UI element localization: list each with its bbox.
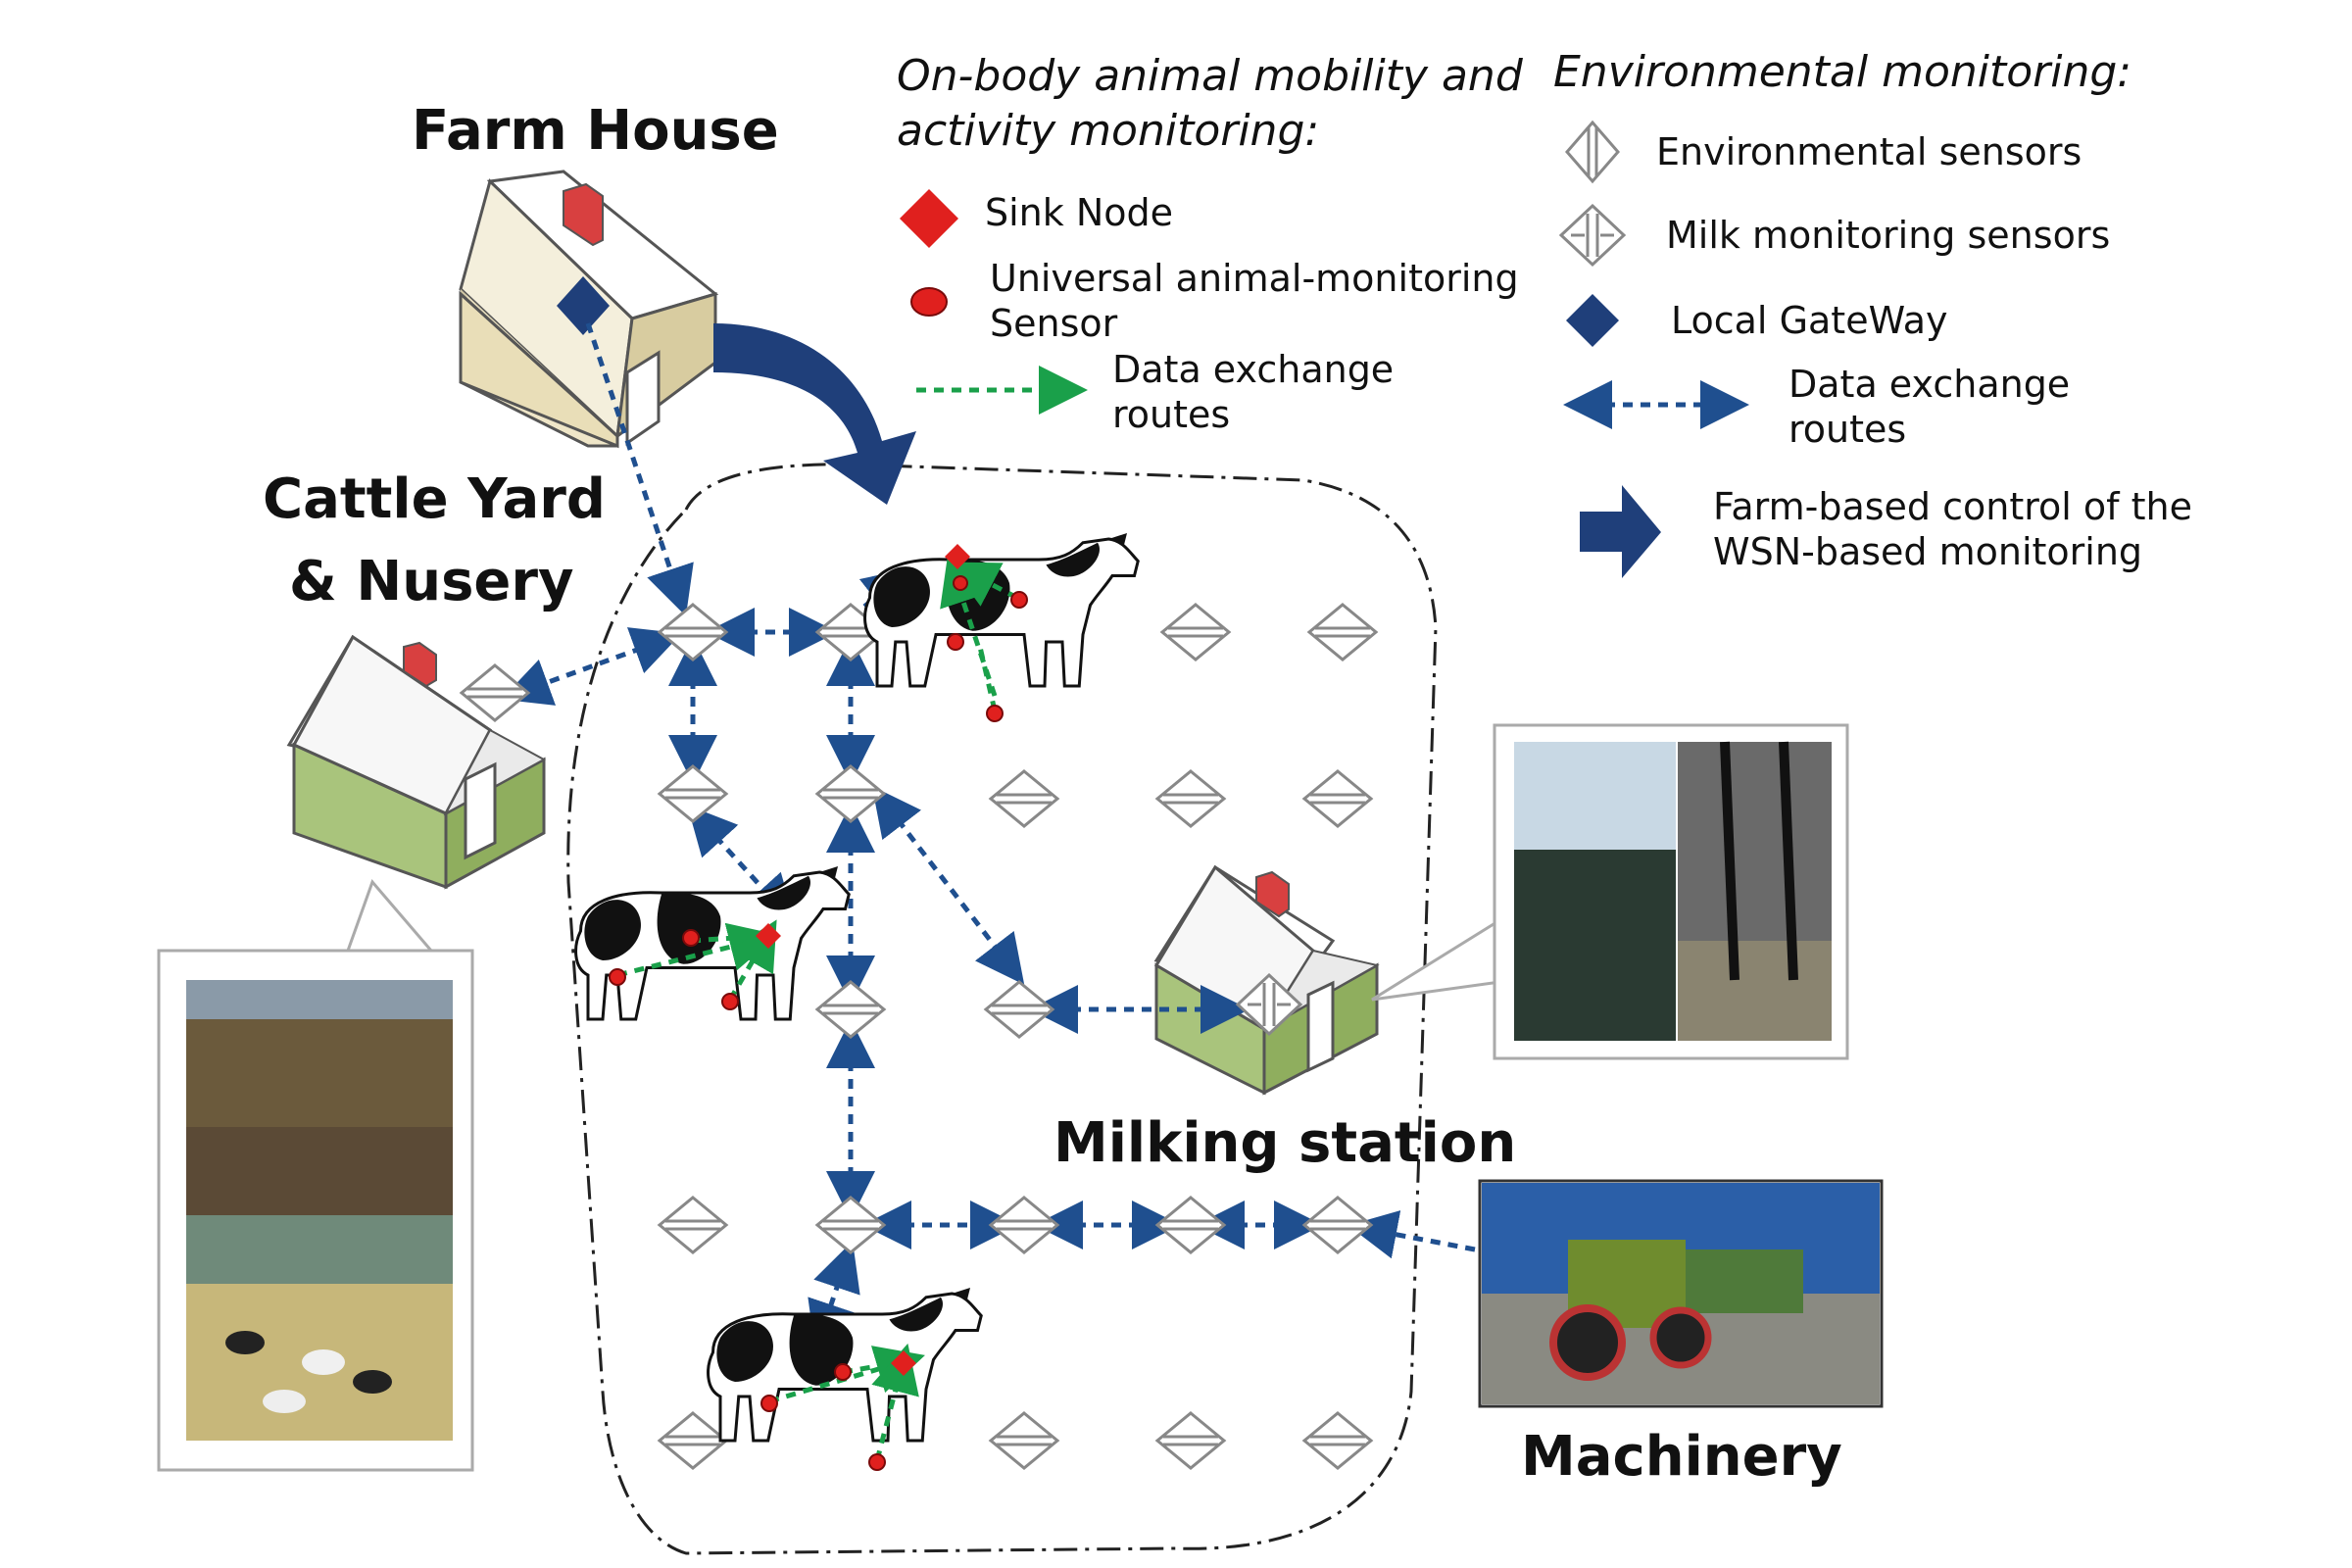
farm-house-label: Farm House [412,99,779,163]
cattle-yard-photo [157,879,474,1472]
machinery-label: Machinery [1521,1425,1842,1489]
env-sensor-icon [1565,121,1620,183]
gateway-legend-icon [1566,294,1619,347]
cattle-yard-house [286,634,547,890]
control-arrow-icon [1580,485,1661,578]
cattle-yard-label-1: Cattle Yard [263,467,606,531]
gateway-icon [557,276,610,335]
blue-routes-label-2: routes [1788,408,1906,451]
env-sensors-label: Environmental sensors [1656,130,2082,173]
milking-station-label: Milking station [1054,1111,1516,1175]
farm-house [459,170,719,449]
sensor-label-2: Sensor [990,302,1118,345]
sink-node-icon [900,189,958,248]
milk-sensor-legend-icon [1559,204,1626,267]
cow-1 [863,531,1140,688]
onbody-heading-2: activity monitoring: [897,106,1319,156]
control-label-2: WSN-based monitoring [1713,530,2142,573]
machinery-photo [1478,1179,1884,1408]
blue-routes-label-1: Data exchange [1788,363,2070,406]
control-label-1: Farm-based control of the [1713,485,2192,528]
env-heading: Environmental monitoring: [1553,47,2132,97]
cow-2 [574,864,851,1021]
onbody-heading-1: On-body animal mobility and [897,51,1524,101]
sensor-label-1: Universal animal-monitoring [990,257,1519,300]
sink-node-label: Sink Node [985,191,1173,234]
control-arrow [713,323,916,505]
sink-nodes [756,544,970,1376]
milk-sensors-label: Milk monitoring sensors [1666,214,2110,257]
wsn-routes [501,322,1476,1351]
green-routes-label-2: routes [1112,393,1230,436]
cattle-yard-label-2: & Nusery [289,550,574,613]
gateway-label: Local GateWay [1671,299,1948,342]
animal-routes [616,555,1019,1461]
animal-sensors [609,575,1028,1471]
green-routes-label-1: Data exchange [1112,348,1394,391]
animal-sensor-icon [910,287,948,317]
milking-parlour-photo [1371,723,1849,1060]
chimney [563,182,604,247]
